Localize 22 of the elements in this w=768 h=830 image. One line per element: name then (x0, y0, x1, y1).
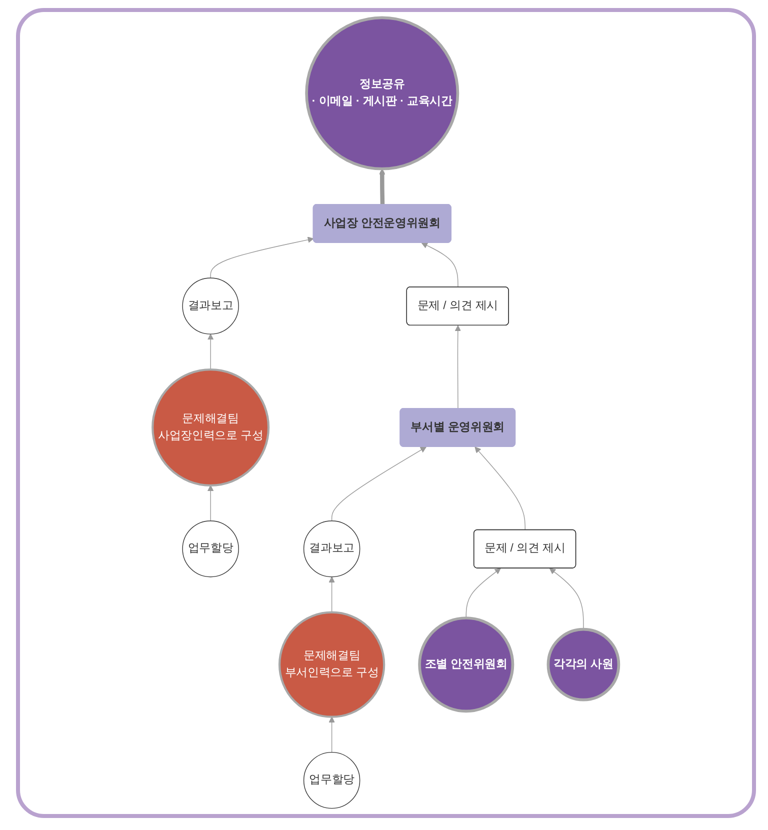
node-circle (182, 520, 240, 578)
arrow (210, 236, 314, 278)
panel-background: 정보공유 · 이메일 · 게시판 · 교육시간 사업장 안전운영위원회 결과보고 문제해결팀 사업장인력으로 구성 업무할당 문제 / 의견 제시 부서별 운영위원회 결과보고 문제해결팀 부서인력으로 구성 업무할당 문제 / 의견 제시 조별 안전위원회 각각의 사원 (16, 8, 756, 818)
node-circle (418, 616, 514, 713)
arrow (550, 568, 584, 630)
node-circle (278, 611, 386, 718)
arrow (466, 568, 502, 618)
node-circle (304, 520, 360, 578)
arrow (422, 242, 459, 288)
arrow (208, 485, 214, 522)
arrow (332, 446, 427, 522)
arrow (379, 168, 386, 205)
node-circle (305, 16, 460, 170)
arrow (455, 325, 462, 410)
node-circle (547, 628, 620, 702)
arrow (329, 716, 336, 753)
arrow (208, 334, 214, 370)
node-circle (182, 278, 240, 334)
node-circle (152, 368, 270, 486)
arrow (475, 446, 526, 530)
arrow (329, 576, 336, 613)
node-circle (304, 752, 360, 809)
